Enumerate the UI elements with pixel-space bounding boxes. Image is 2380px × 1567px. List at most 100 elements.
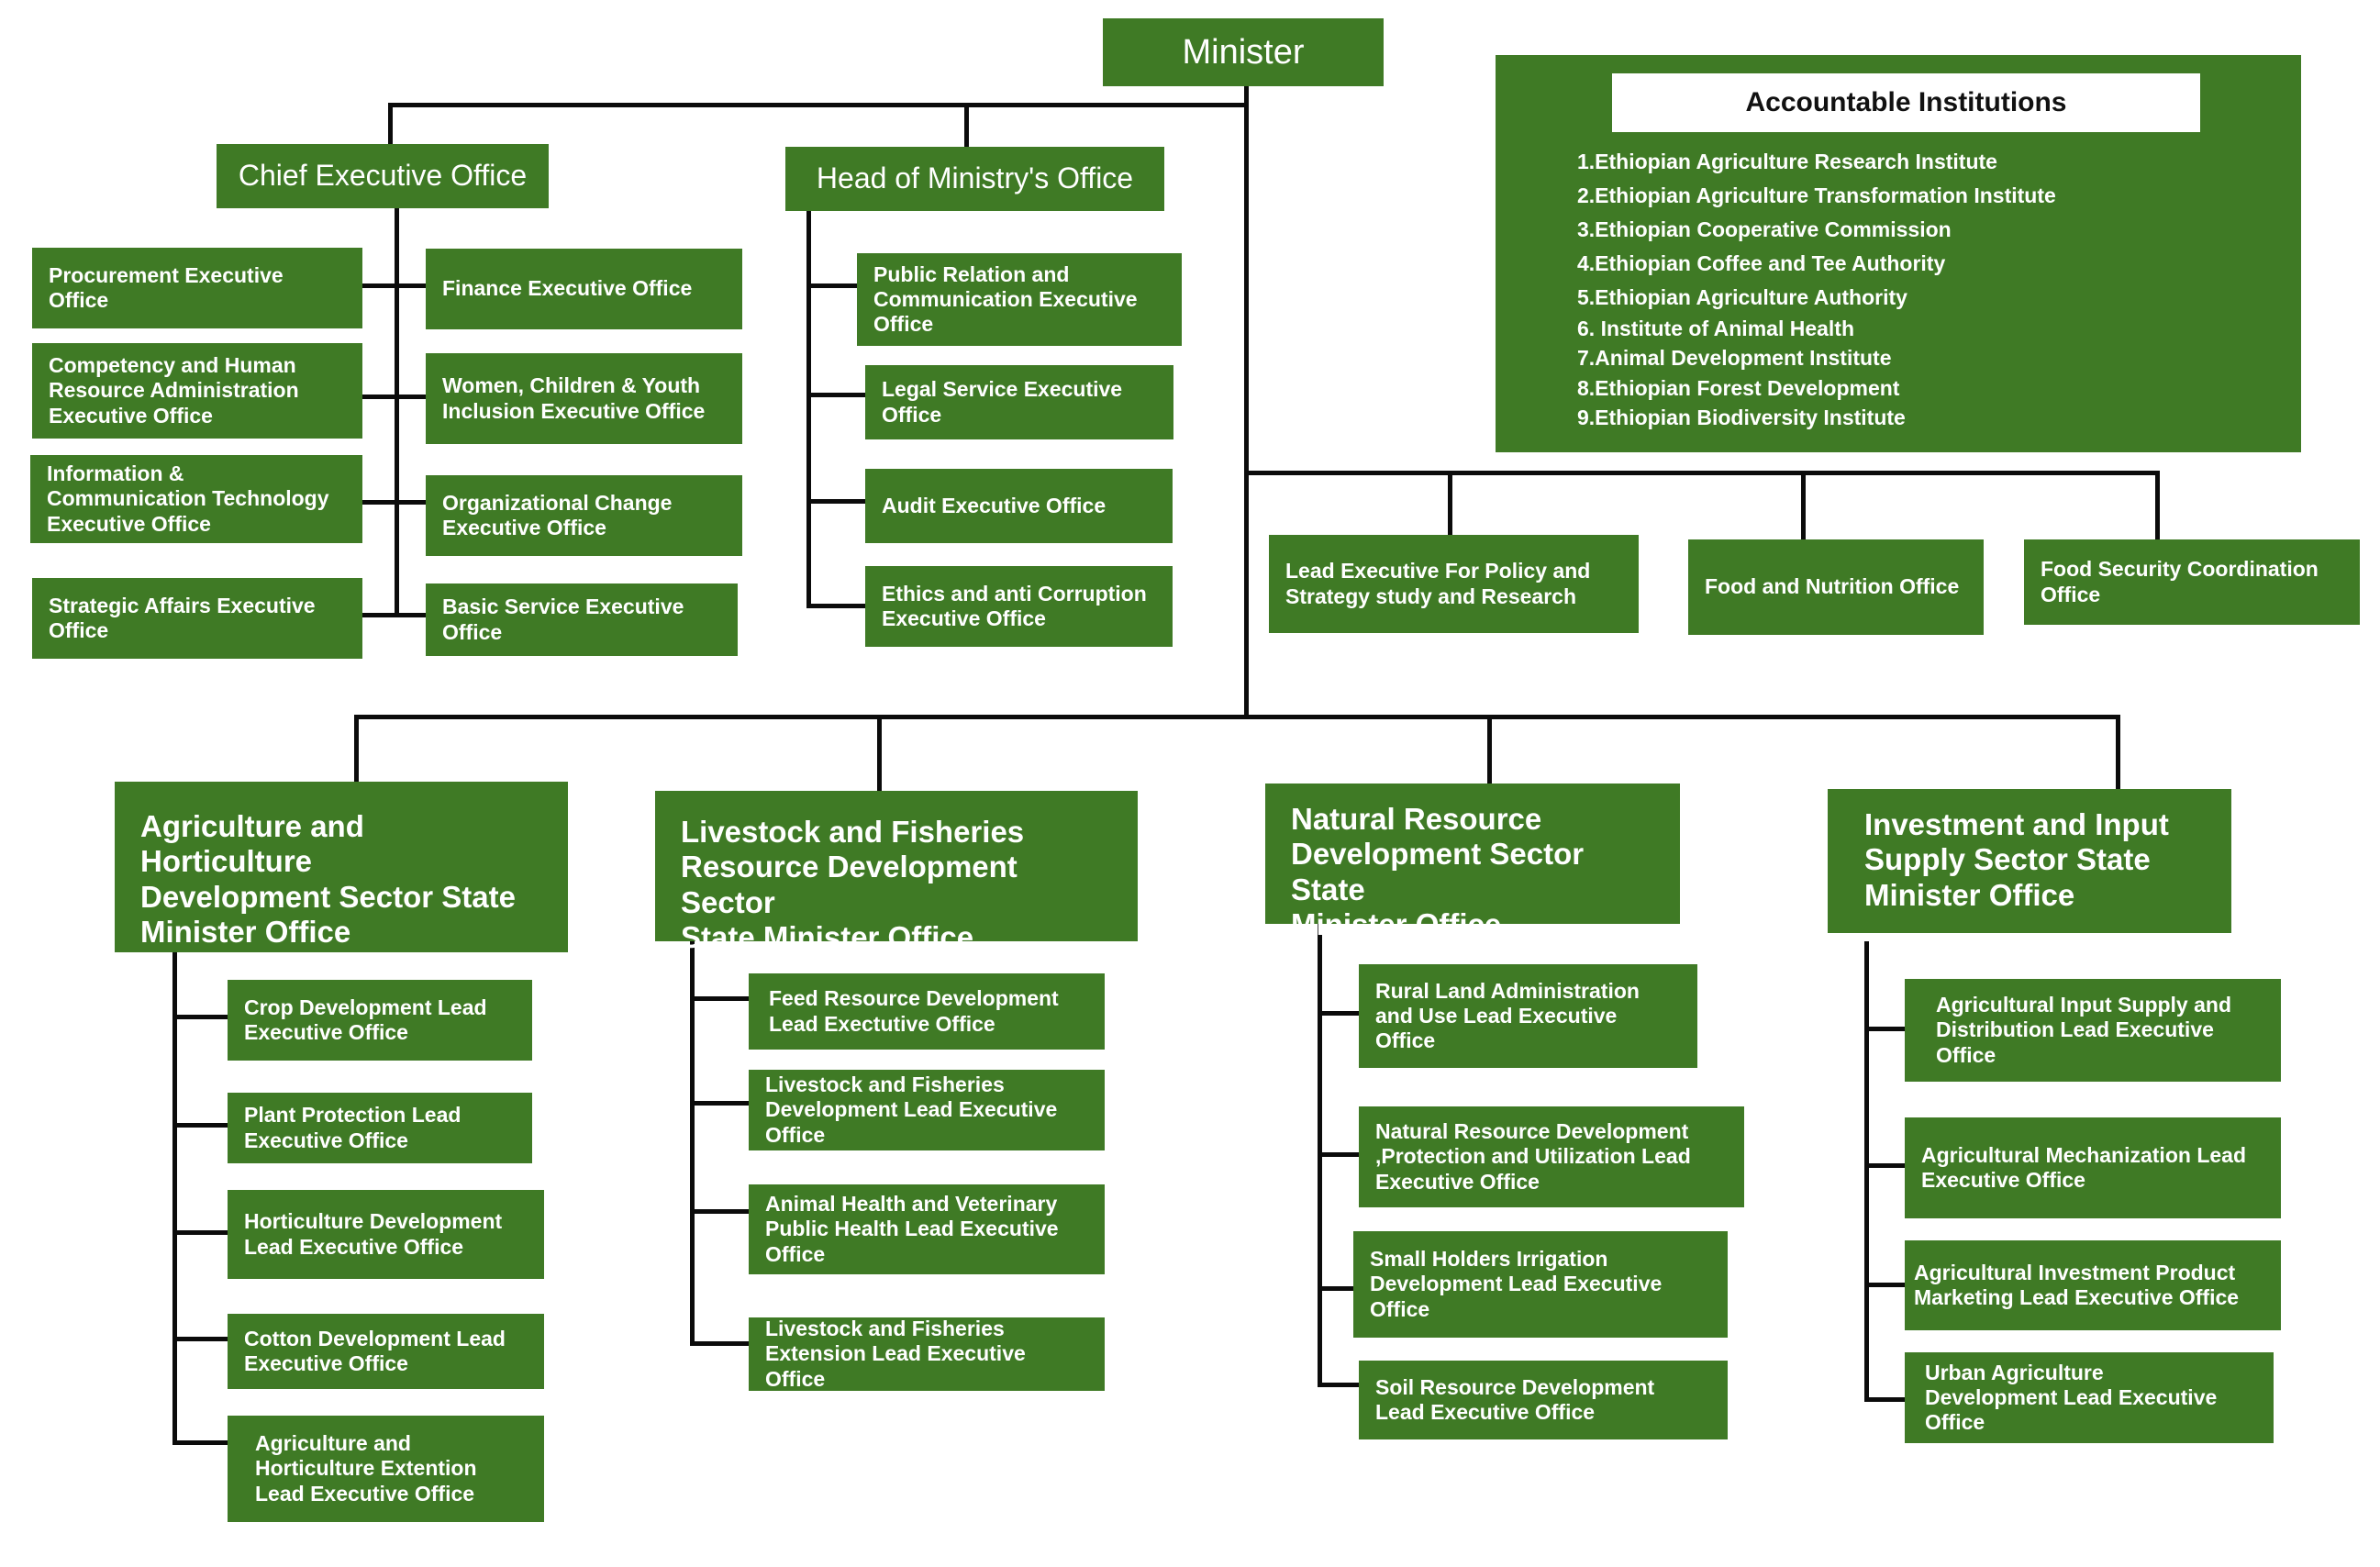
connector-line xyxy=(1318,1011,1360,1016)
basic-service-office-box[interactable]: Basic Service Executive Office xyxy=(426,583,738,656)
horticulture-development-office-box[interactable]: Horticulture Development Lead Executive … xyxy=(228,1190,544,1279)
crop-development-office-box[interactable]: Crop Development Lead Executive Office xyxy=(228,980,532,1061)
connector-line xyxy=(690,996,749,1001)
minister-box[interactable]: Minister xyxy=(1103,18,1384,86)
connector-line xyxy=(1864,1027,1907,1031)
connector-line xyxy=(1864,1397,1907,1402)
head-of-ministry-office-box[interactable]: Head of Ministry's Office xyxy=(785,147,1164,211)
connector-line xyxy=(1864,941,1869,1402)
accountable-institution-item: 3.Ethiopian Cooperative Commission xyxy=(1577,217,1952,241)
state-minister-label: Investment and Input Supply Sector State… xyxy=(1864,807,2169,912)
office-label: Livestock and Fisheries Development Lead… xyxy=(765,1072,1058,1147)
office-label: Procurement Executive Office xyxy=(49,262,284,312)
office-label: Competency and Human Resource Administra… xyxy=(49,353,299,428)
food-nutrition-office-box[interactable]: Food and Nutrition Office xyxy=(1688,539,1984,635)
horticulture-extension-office-box[interactable]: Agriculture and Horticulture Extention L… xyxy=(228,1416,544,1522)
natural-resource-state-minister-box[interactable]: Natural Resource Development Sector Stat… xyxy=(1265,784,1680,941)
office-label: Agriculture and Horticulture Extention L… xyxy=(255,1431,477,1506)
livestock-fisheries-extension-office-box[interactable]: Livestock and Fisheries Extension Lead E… xyxy=(749,1317,1105,1391)
accountable-institution-item: 2.Ethiopian Agriculture Transformation I… xyxy=(1577,183,2056,207)
connector-line xyxy=(1318,1152,1360,1157)
office-label: Women, Children & Youth Inclusion Execut… xyxy=(442,373,706,423)
state-minister-label: Natural Resource Development Sector Stat… xyxy=(1291,802,1585,941)
connector-line xyxy=(1864,1163,1907,1168)
urban-agriculture-office-box[interactable]: Urban Agriculture Development Lead Execu… xyxy=(1905,1352,2274,1443)
connector-line xyxy=(690,1101,749,1106)
office-label: Animal Health and Veterinary Public Heal… xyxy=(765,1192,1059,1266)
connector-line xyxy=(806,209,811,607)
connector-line xyxy=(388,103,393,149)
minister-label: Minister xyxy=(1182,32,1305,72)
office-label: Livestock and Fisheries Extension Lead E… xyxy=(765,1317,1026,1391)
connector-line xyxy=(172,1440,229,1445)
accountable-institution-item: 7.Animal Development Institute xyxy=(1577,346,1892,370)
connector-line xyxy=(1448,471,1452,537)
organizational-change-office-box[interactable]: Organizational Change Executive Office xyxy=(426,475,742,556)
competency-hr-executive-office-box[interactable]: Competency and Human Resource Administra… xyxy=(32,343,362,439)
input-supply-distribution-office-box[interactable]: Agricultural Input Supply and Distributi… xyxy=(1905,979,2281,1082)
office-label: Agricultural Input Supply and Distributi… xyxy=(1936,993,2231,1067)
office-label: Agricultural Mechanization Lead Executiv… xyxy=(1921,1142,2246,1192)
plant-protection-office-box[interactable]: Plant Protection Lead Executive Office xyxy=(228,1093,532,1163)
connector-line xyxy=(2155,471,2160,539)
connector-line xyxy=(2116,715,2120,789)
investment-product-marketing-office-box[interactable]: Agricultural Investment Product Marketin… xyxy=(1905,1240,2281,1330)
connector-line xyxy=(690,1209,749,1214)
livestock-fisheries-state-minister-box[interactable]: Livestock and Fisheries Resource Develop… xyxy=(655,791,1138,954)
office-label: Rural Land Administration and Use Lead E… xyxy=(1375,978,1640,1053)
agriculture-horticulture-state-minister-box[interactable]: Agriculture and Horticulture Development… xyxy=(115,782,568,952)
connector-line xyxy=(361,613,426,617)
policy-strategy-research-office-box[interactable]: Lead Executive For Policy and Strategy s… xyxy=(1269,535,1639,633)
chief-executive-office-label: Chief Executive Office xyxy=(238,159,528,193)
connector-line xyxy=(1244,76,1249,718)
connector-line xyxy=(1864,1283,1907,1287)
soil-resource-office-box[interactable]: Soil Resource Development Lead Executive… xyxy=(1359,1361,1728,1439)
chief-executive-office-box[interactable]: Chief Executive Office xyxy=(217,144,549,208)
audit-executive-office-box[interactable]: Audit Executive Office xyxy=(865,469,1173,543)
animal-health-office-box[interactable]: Animal Health and Veterinary Public Heal… xyxy=(749,1184,1105,1274)
office-label: Legal Service Executive Office xyxy=(882,377,1123,427)
strategic-affairs-executive-office-box[interactable]: Strategic Affairs Executive Office xyxy=(32,578,362,659)
women-children-youth-office-box[interactable]: Women, Children & Youth Inclusion Execut… xyxy=(426,353,742,444)
connector-line xyxy=(964,103,969,147)
connector-line xyxy=(1318,1383,1360,1387)
procurement-executive-office-box[interactable]: Procurement Executive Office xyxy=(32,248,362,328)
office-label: Agricultural Investment Product Marketin… xyxy=(1914,1260,2240,1309)
livestock-fisheries-development-office-box[interactable]: Livestock and Fisheries Development Lead… xyxy=(749,1070,1105,1150)
legal-service-office-box[interactable]: Legal Service Executive Office xyxy=(865,365,1173,439)
connector-line xyxy=(388,103,1249,107)
office-label: Small Holders Irrigation Development Lea… xyxy=(1370,1247,1663,1321)
connector-line xyxy=(172,1337,229,1341)
connector-line xyxy=(354,715,359,782)
office-label: Organizational Change Executive Office xyxy=(442,490,673,539)
ethics-anti-corruption-office-box[interactable]: Ethics and anti Corruption Executive Off… xyxy=(865,566,1173,647)
small-holders-irrigation-office-box[interactable]: Small Holders Irrigation Development Lea… xyxy=(1353,1231,1728,1338)
cotton-development-office-box[interactable]: Cotton Development Lead Executive Office xyxy=(228,1314,544,1389)
connector-line xyxy=(1318,1286,1360,1291)
public-relation-office-box[interactable]: Public Relation and Communication Execut… xyxy=(857,253,1182,346)
accountable-institution-item: 1.Ethiopian Agriculture Research Institu… xyxy=(1577,150,1997,173)
connector-line xyxy=(1487,715,1492,784)
office-label: Public Relation and Communication Execut… xyxy=(873,261,1138,337)
connector-line xyxy=(172,1015,229,1019)
connector-line xyxy=(172,1230,229,1235)
office-label: Horticulture Development Lead Executive … xyxy=(244,1209,503,1259)
food-security-coordination-office-box[interactable]: Food Security Coordination Office xyxy=(2024,539,2360,625)
connector-line xyxy=(172,952,177,1445)
office-label: Lead Executive For Policy and Strategy s… xyxy=(1285,559,1591,608)
investment-input-supply-state-minister-box[interactable]: Investment and Input Supply Sector State… xyxy=(1828,789,2231,933)
accountable-institution-item: 8.Ethiopian Forest Development xyxy=(1577,376,1900,400)
connector-line xyxy=(806,283,857,288)
connector-line xyxy=(690,941,695,1346)
mechanization-office-box[interactable]: Agricultural Mechanization Lead Executiv… xyxy=(1905,1117,2281,1218)
office-label: Cotton Development Lead Executive Office xyxy=(244,1326,506,1375)
accountable-institution-item: 9.Ethiopian Biodiversity Institute xyxy=(1577,406,1906,429)
office-label: Food Security Coordination Office xyxy=(2041,557,2319,606)
ict-executive-office-box[interactable]: Information & Communication Technology E… xyxy=(30,455,362,543)
rural-land-administration-office-box[interactable]: Rural Land Administration and Use Lead E… xyxy=(1359,964,1697,1068)
finance-executive-office-box[interactable]: Finance Executive Office xyxy=(426,249,742,329)
feed-resource-office-box[interactable]: Feed Resource Development Lead Exectutiv… xyxy=(749,973,1105,1050)
natural-resource-protection-office-box[interactable]: Natural Resource Development ,Protection… xyxy=(1359,1106,1744,1207)
accountable-institution-item: 5.Ethiopian Agriculture Authority xyxy=(1577,285,1907,309)
